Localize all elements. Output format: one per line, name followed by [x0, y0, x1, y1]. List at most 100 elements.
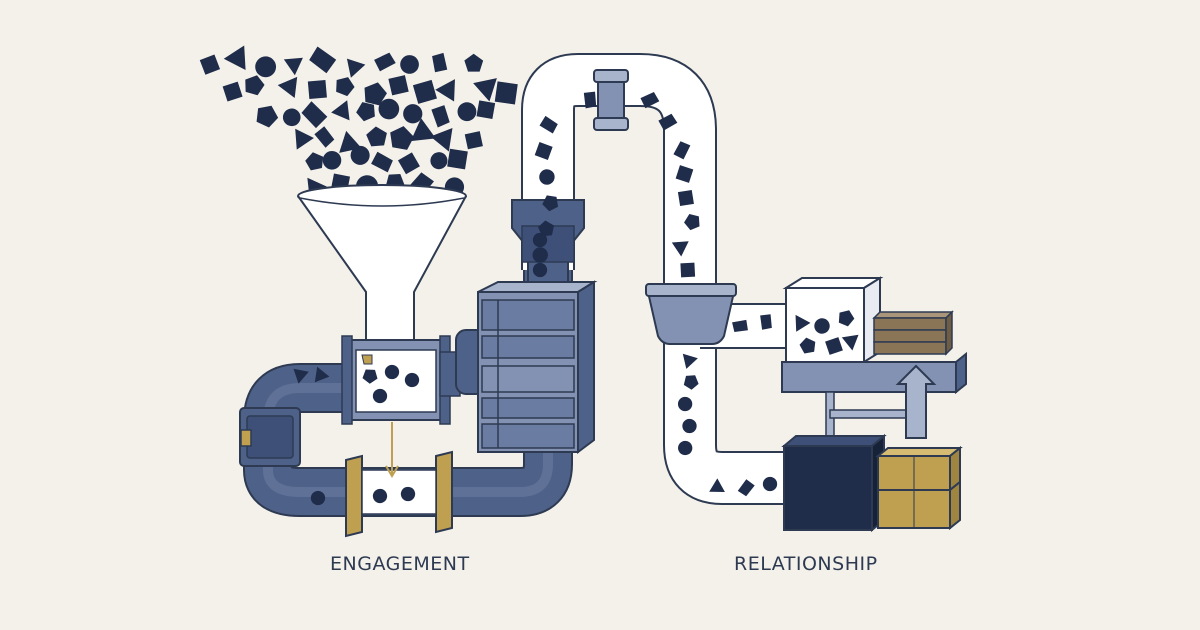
scatter-shape [400, 486, 416, 502]
scatter-shape [473, 78, 497, 102]
scatter-shape [305, 152, 324, 171]
scatter-shape [255, 56, 277, 78]
scatter-shape [709, 478, 725, 492]
scatter-shape [350, 145, 370, 165]
scatter-shape [374, 52, 396, 72]
scatter-shape [476, 100, 496, 120]
collector-box [341, 335, 461, 425]
scatter-shape [366, 126, 387, 147]
scatter-shape [331, 100, 350, 121]
scatter-shape [412, 79, 437, 104]
scatter-shape [256, 105, 279, 128]
scatter-shape [362, 369, 378, 384]
scatter-shape [675, 165, 694, 183]
scatter-shape [534, 142, 553, 160]
scatter-shape [464, 53, 484, 72]
scatter-shape [795, 314, 811, 332]
scatter-shape [314, 126, 335, 148]
scatter-shape [677, 189, 694, 207]
scatter-shape [684, 214, 700, 231]
scatter-shape [682, 418, 697, 434]
scatter-shape [814, 318, 830, 334]
scatter-shape [838, 310, 855, 327]
scatter-shape [371, 151, 393, 173]
scatter-shape [825, 337, 843, 355]
scatter-shape [532, 247, 548, 263]
loop-pipe-endcap [239, 407, 301, 467]
scatter-shape [223, 45, 246, 70]
scatter-shape [841, 334, 859, 351]
scatter-shape [435, 79, 455, 102]
scatter-shape [372, 488, 388, 504]
scatter-shape [737, 479, 755, 497]
navy-block [781, 433, 887, 533]
scatter-shape [678, 440, 693, 456]
scatter-shape [494, 81, 518, 105]
scatter-shape [431, 105, 450, 128]
machine-base [781, 351, 967, 441]
pipe-shapes [293, 91, 859, 506]
scatter-shape [430, 152, 448, 170]
scatter-shape [295, 128, 314, 150]
scatter-shape [384, 364, 400, 380]
scatter-shape [310, 490, 326, 506]
arch-coupler [593, 69, 629, 131]
scatter-shape [293, 368, 309, 384]
scatter-shape [671, 241, 689, 257]
scatter-shape [532, 262, 548, 278]
scatter-shape [762, 476, 778, 492]
scatter-shape [400, 55, 419, 74]
scatter-shape [356, 102, 375, 122]
scatter-shape [640, 91, 660, 109]
scatter-shape [245, 75, 265, 96]
scatter-shape [309, 46, 337, 74]
scatter-shape [583, 91, 597, 109]
scatter-shape [799, 337, 816, 354]
scatter-shape [677, 396, 693, 412]
scatter-shape [430, 127, 453, 152]
loop-pipe [243, 250, 573, 517]
scatter-shape [682, 353, 698, 369]
scatter-shape [301, 101, 328, 129]
scatter-shape [199, 54, 221, 75]
scatter-shape [683, 375, 699, 390]
press-arrow [895, 364, 937, 439]
funnel-icon [297, 184, 467, 351]
scatter-shape [680, 262, 696, 278]
scatter-shape [403, 104, 423, 124]
scatter-shape [542, 195, 559, 212]
scatter-shape [378, 98, 400, 120]
scatter-shape [314, 366, 330, 383]
engagement-label: ENGAGEMENT [330, 553, 470, 575]
scatter-shape [432, 52, 448, 73]
scatter-shape [390, 126, 414, 150]
valve-icon [345, 422, 453, 538]
scatter-shape [404, 372, 420, 388]
scatter-shape [388, 75, 409, 96]
scatter-shape [307, 79, 327, 100]
pump-machine [455, 280, 598, 454]
scatter-shape [538, 220, 554, 237]
scatter-shape [397, 152, 420, 175]
scatter-shape [532, 232, 548, 248]
scatter-shape [222, 81, 243, 102]
scatter-shape [364, 82, 387, 106]
scatter-shape [346, 58, 366, 78]
relationship-label: RELATIONSHIP [734, 553, 878, 575]
scatter-shape [673, 141, 691, 160]
scatter-shape [457, 102, 477, 122]
scatter-shape [464, 131, 483, 150]
scatter-shape [283, 57, 303, 76]
crate-icon [875, 445, 963, 531]
scatter-shape [336, 77, 355, 97]
scatter-shape [282, 108, 301, 127]
scatter-shape [732, 319, 748, 333]
scatter-shape [539, 169, 555, 185]
scatter-shape [277, 76, 298, 98]
scatter-shape [760, 314, 772, 330]
scatter-shape [539, 115, 558, 134]
stacked-planks [872, 310, 954, 356]
scatter-shape [410, 118, 436, 142]
